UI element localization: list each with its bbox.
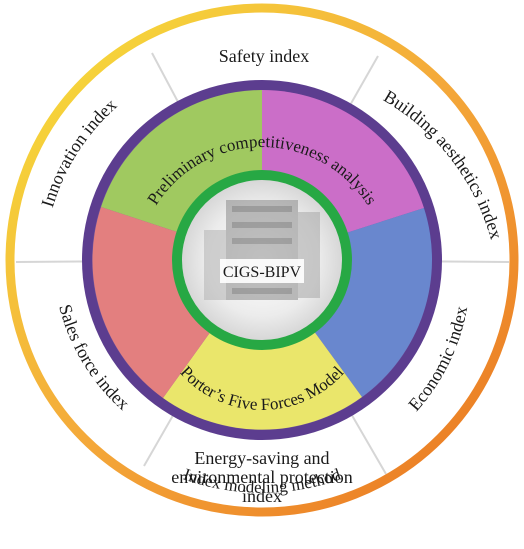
outer-border-ring — [5, 3, 519, 517]
outer-label-energy-line1: Energy-saving and — [194, 448, 329, 468]
outer-label-energy-line3: index — [242, 486, 282, 506]
outer-label-safety: Safety index — [219, 46, 309, 66]
center-label-bg — [220, 259, 304, 283]
outer-label-energy-line2: environmental protection — [171, 467, 352, 487]
center-label: CIGS-BIPV — [223, 264, 302, 281]
